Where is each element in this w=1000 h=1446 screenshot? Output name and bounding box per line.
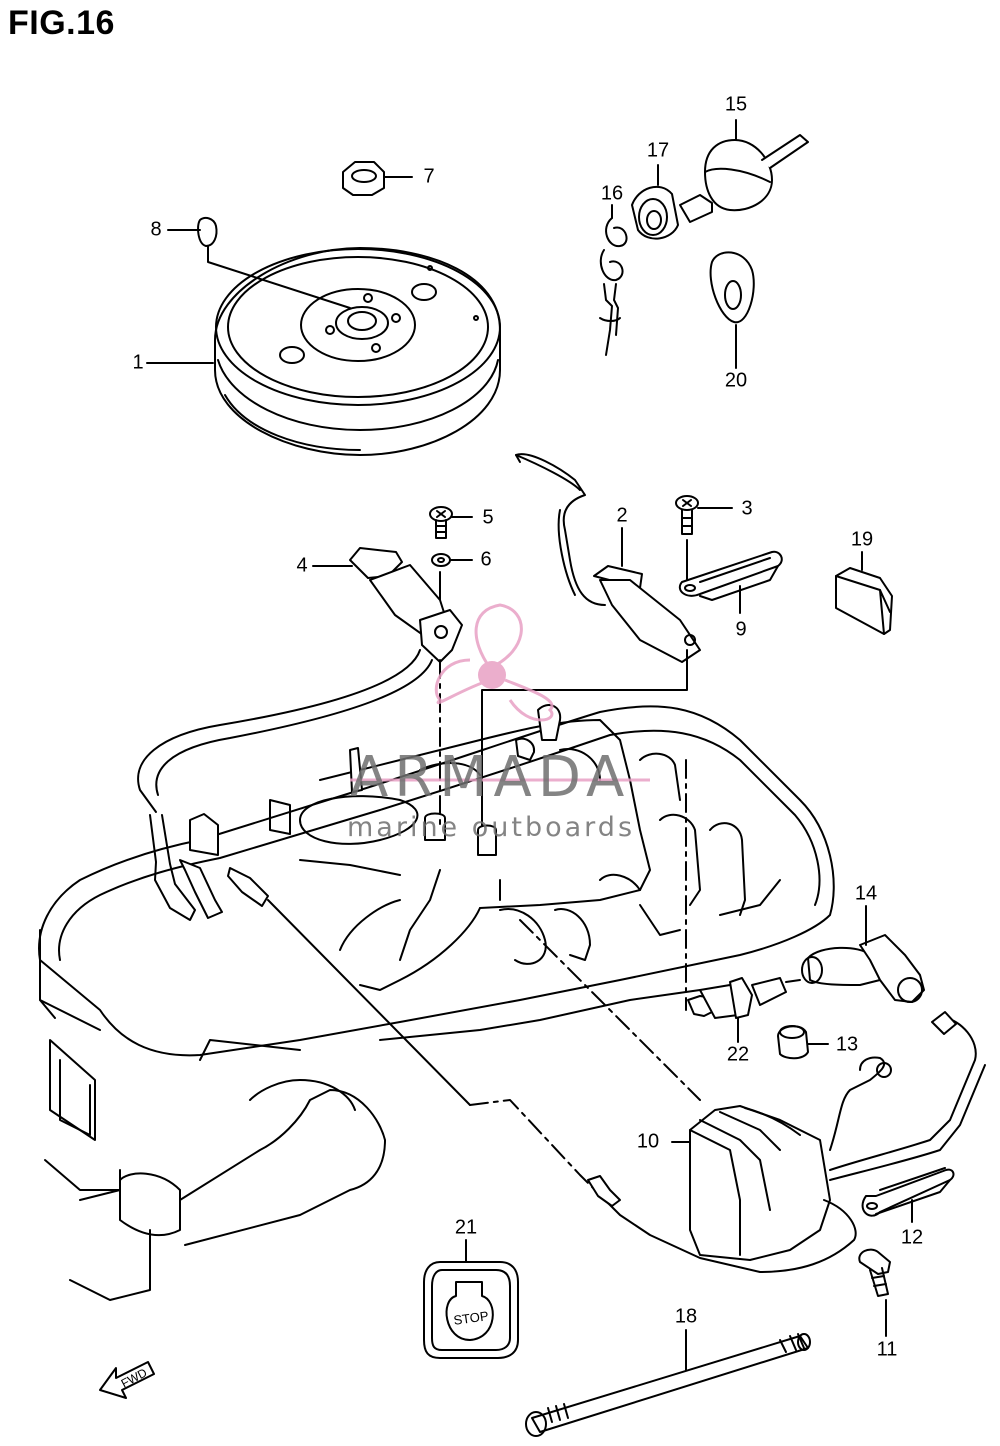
armada-logo-icon — [350, 603, 650, 782]
fwd-arrow-icon — [99, 1361, 155, 1399]
stop-switch-10-part — [587, 1011, 986, 1273]
stop-plate-21-part — [423, 1239, 519, 1359]
cap-13-part — [777, 1025, 829, 1060]
wire-connectors-part — [149, 814, 471, 1106]
sensor-plug-part — [679, 119, 809, 223]
wire-clip-part — [599, 204, 628, 356]
watermark-logo-color — [434, 603, 554, 722]
callout-17: 17 — [646, 139, 670, 162]
callout-14: 14 — [854, 882, 878, 905]
callout-13: 13 — [835, 1033, 859, 1056]
callout-12: 12 — [900, 1226, 924, 1249]
callout-20: 20 — [724, 369, 748, 392]
callout-1: 1 — [132, 351, 144, 374]
bracket-9-part — [678, 550, 783, 614]
figure-title: FIG.16 — [8, 4, 115, 42]
pulser-coil-4-part — [137, 547, 463, 813]
callout-15: 15 — [724, 93, 748, 116]
key-part — [167, 217, 218, 247]
tube-18-part — [525, 1329, 811, 1437]
callout-11: 11 — [876, 1338, 898, 1361]
bracket-12-part — [861, 1167, 955, 1223]
grommet-part — [631, 164, 679, 240]
callout-16: 16 — [600, 182, 624, 205]
callout-5: 5 — [482, 506, 494, 529]
callout-21: 21 — [454, 1216, 478, 1239]
callout-18: 18 — [674, 1305, 698, 1328]
callout-4: 4 — [296, 554, 308, 577]
engine-block-part — [38, 704, 835, 1301]
callout-10: 10 — [636, 1130, 660, 1153]
callout-8: 8 — [150, 218, 162, 241]
flywheel-part — [207, 236, 501, 456]
screw-11-part — [858, 1248, 891, 1337]
thermo-switch-22-part — [687, 977, 801, 1043]
callout-7: 7 — [423, 165, 435, 188]
plug-cap-14-part — [801, 905, 925, 1003]
cap-19-part — [835, 551, 893, 635]
callout-22: 22 — [726, 1043, 750, 1066]
screw-3-part — [675, 495, 733, 581]
nut-part — [342, 161, 413, 196]
watermark-subtitle: marine outboards — [347, 812, 636, 843]
callout-2: 2 — [616, 504, 628, 527]
callout-9: 9 — [735, 618, 747, 641]
watermark-name: ARMADA — [350, 745, 631, 810]
callout-3: 3 — [741, 497, 753, 520]
callout-6: 6 — [480, 548, 492, 571]
screw-5-part — [429, 506, 473, 539]
washer-part — [709, 251, 755, 369]
dashed-leaders — [439, 659, 701, 1196]
callout-19: 19 — [850, 528, 874, 551]
